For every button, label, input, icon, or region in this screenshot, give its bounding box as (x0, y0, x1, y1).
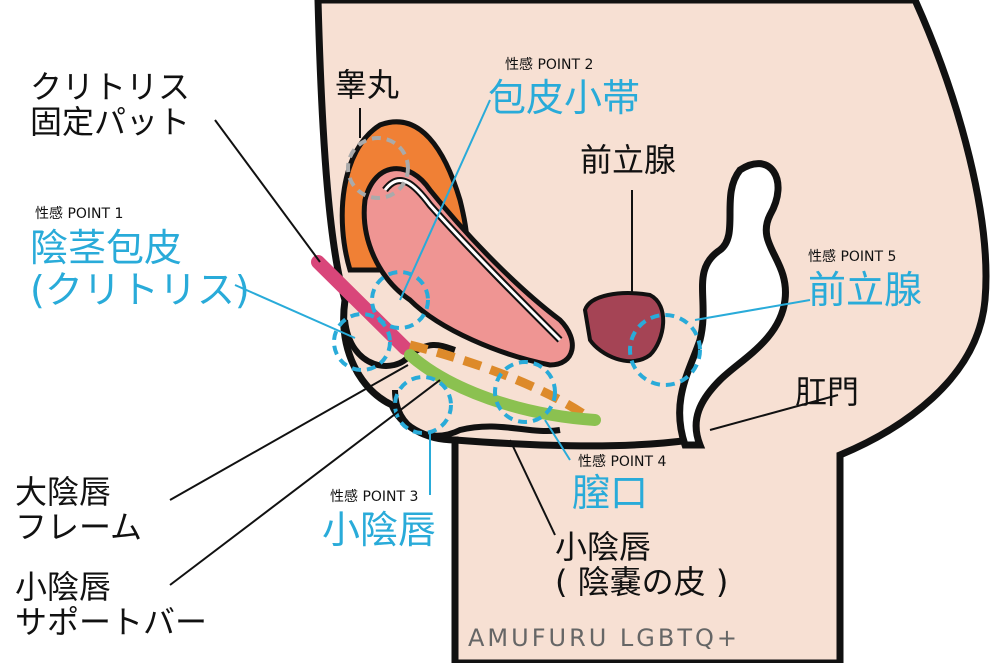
point1-circle (332, 312, 392, 372)
leader-lines (169, 108, 839, 586)
point-circles (332, 136, 702, 435)
anus-label: 肛門 (795, 373, 860, 411)
point2-tag: 性感 POINT 2 (505, 57, 594, 73)
penis (361, 166, 575, 368)
prostate (582, 291, 666, 364)
testicle-circle (346, 136, 410, 200)
labia-majora-frame (408, 340, 588, 419)
leg-gap (454, 436, 691, 450)
point2-circle (370, 270, 430, 330)
scrotum-skin (392, 389, 561, 439)
scrotum-skin-label: 小陰唇( 陰嚢の皮 ) (555, 528, 729, 602)
testicle-label: 睾丸 (335, 66, 400, 104)
point3-circle (393, 375, 453, 435)
clitoris-pad-label: クリトリス固定パット (30, 68, 191, 142)
point5-tag: 性感 POINT 5 (808, 249, 897, 265)
point1-tag: 性感 POINT 1 (35, 206, 124, 222)
point3-tag: 性感 POINT 3 (330, 489, 419, 505)
point4-tag: 性感 POINT 4 (578, 454, 667, 470)
labia-majora-frame-label: 大陰唇フレーム (15, 473, 143, 547)
point2-label: 包皮小帯 (488, 76, 641, 120)
prostate-label: 前立腺 (580, 141, 677, 179)
point3-label: 小陰唇 (322, 508, 437, 552)
point5-label: 前立腺 (808, 268, 923, 312)
labia-minora-bar (404, 349, 601, 426)
labia-minora-bar-label: 小陰唇サポートバー (15, 568, 208, 642)
watermark: AMUFURU LGBTQ+ (468, 624, 741, 652)
point4-label: 膣口 (572, 471, 649, 515)
point5-circle (628, 313, 702, 387)
point1-label: 陰茎包皮(クリトリス) (30, 226, 250, 312)
anus-channel (676, 160, 789, 449)
point4-circle (493, 360, 557, 424)
